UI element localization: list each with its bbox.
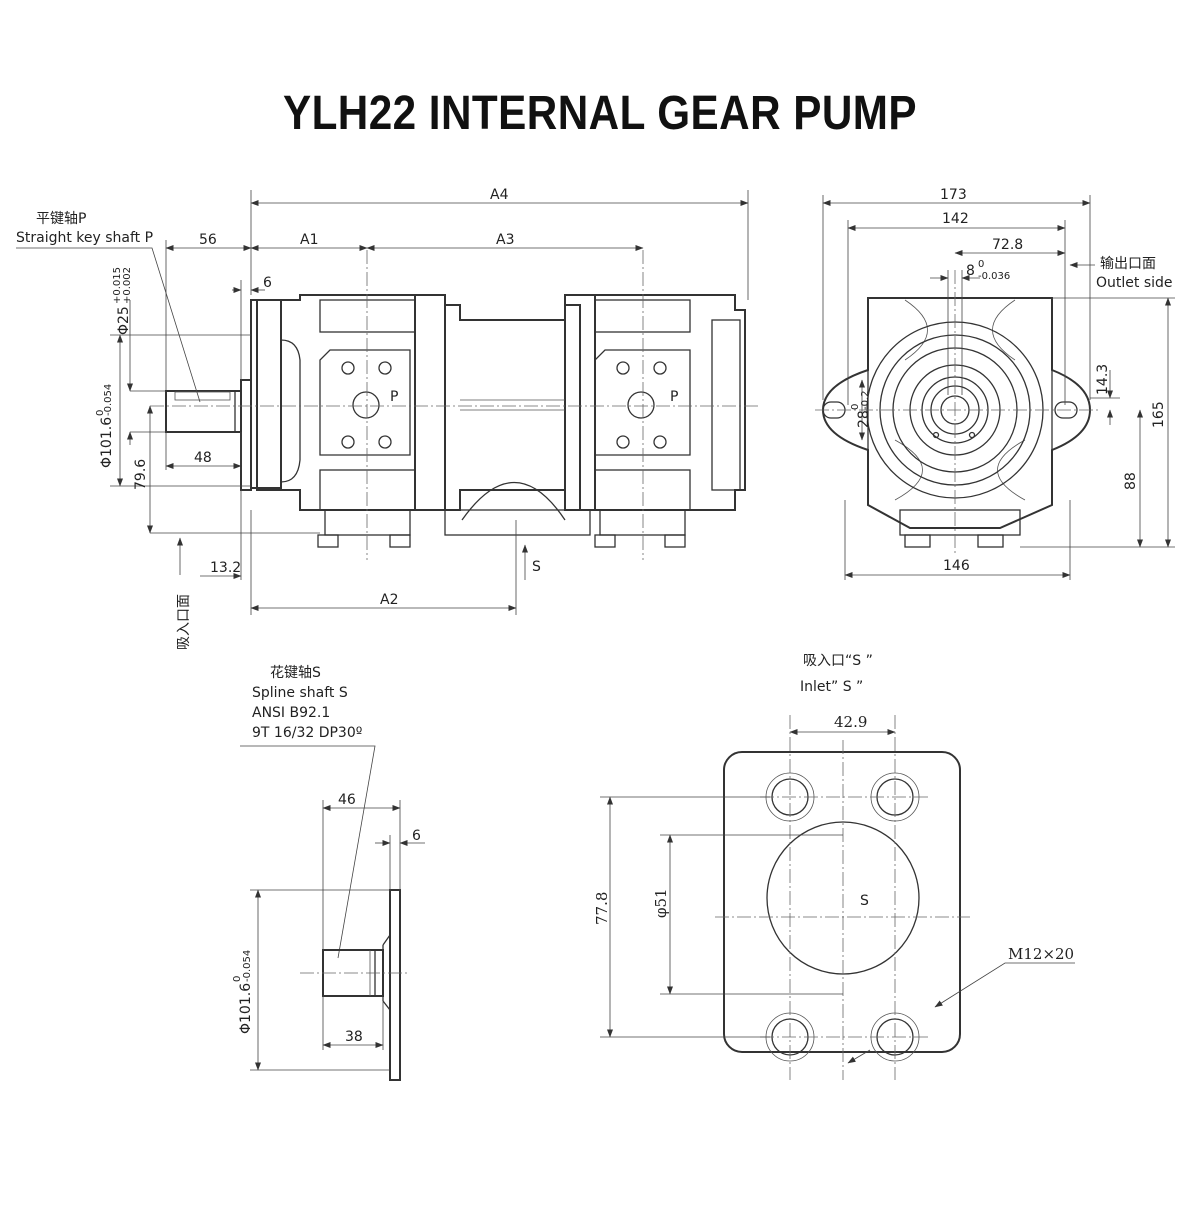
dim-146: 146 [943, 558, 970, 574]
inlet-side-label: 吸入口面 [176, 594, 192, 650]
dim-48: 48 [194, 450, 212, 466]
dim-88: 88 [1123, 472, 1139, 490]
dim-28: 28 [856, 410, 872, 428]
inlet-en: Inlet” S ” [800, 679, 863, 695]
spline-shaft-view: 花键轴S Spline shaft S ANSI B92.1 9T 16/32 … [232, 665, 425, 1081]
dim-13-2: 13.2 [210, 560, 241, 576]
spline-tol-up: 0 [232, 976, 243, 982]
port-p-label: P [390, 389, 398, 405]
dim-142: 142 [942, 211, 969, 227]
rear-pump-body [594, 294, 746, 548]
page-title: YLH22 INTERNAL GEAR PUMP [282, 87, 918, 140]
side-dimensions: 173 142 72.8 8 0 -0.036 14.3 28 0 -0.2 [822, 187, 1175, 580]
spline-l3: 9T 16/32 DP30º [252, 725, 362, 741]
spline-tol-lo: -0.054 [242, 950, 253, 982]
front-view: P P [16, 187, 760, 650]
spline-dim-6: 6 [412, 828, 421, 844]
tol-25-lo: +0.002 [122, 267, 133, 304]
dim-25: Φ25 [116, 306, 132, 335]
dim-173: 173 [940, 187, 967, 203]
spline-cn: 花键轴S [270, 665, 321, 681]
dim-a4: A4 [490, 187, 509, 203]
port-p-front: P [341, 361, 398, 449]
dim-56: 56 [199, 232, 217, 248]
dim-165: 165 [1151, 401, 1167, 428]
port-s-label: S [532, 559, 541, 575]
side-view: 173 142 72.8 8 0 -0.036 14.3 28 0 -0.2 [815, 187, 1175, 580]
outlet-cn: 输出口面 [1100, 256, 1156, 272]
dim-101-6: Φ101.6 [99, 417, 115, 468]
outlet-en: Outlet side [1096, 275, 1173, 291]
tol-8-up: 0 [978, 259, 984, 270]
flange-dim-77-8: 77.8 [593, 892, 611, 925]
straight-key-en: Straight key shaft P [16, 230, 153, 246]
dim-79-6: 79.6 [133, 459, 149, 490]
mount-flange [240, 299, 301, 491]
dim-a1: A1 [300, 232, 318, 248]
port-p-rear: P [616, 361, 678, 449]
straight-key-callout: 平键轴P Straight key shaft P [16, 211, 201, 403]
flange-dim-51: φ51 [652, 888, 670, 918]
tol-28-up: 0 [850, 404, 861, 410]
outlet-callout: 输出口面 Outlet side [1069, 256, 1173, 291]
tol-25-up: +0.015 [112, 267, 123, 304]
tol-101-lo: -0.054 [103, 384, 114, 416]
flange-s-label: S [860, 893, 869, 909]
dim-a2: A2 [380, 592, 398, 608]
tol-101-up: 0 [95, 410, 106, 416]
dim-8: 8 [966, 263, 975, 279]
middle-body [414, 294, 596, 536]
front-dimensions: A4 56 A1 A3 6 48 13.2 A2 [95, 187, 749, 650]
dim-6: 6 [263, 275, 272, 291]
flange-dim-42-9: 42.9 [834, 713, 867, 731]
port-p-label-rear: P [670, 389, 678, 405]
tol-28-lo: -0.2 [860, 390, 871, 410]
inlet-cn: 吸入口“S ” [803, 653, 873, 669]
straight-key-cn: 平键轴P [36, 211, 86, 227]
spline-l2: ANSI B92.1 [252, 705, 330, 721]
dim-a3: A3 [496, 232, 514, 248]
dim-14-3: 14.3 [1095, 364, 1111, 395]
tol-8-lo: -0.036 [978, 271, 1010, 282]
dim-72-8: 72.8 [992, 237, 1023, 253]
spline-dim-46: 46 [338, 792, 356, 808]
spline-dim-38: 38 [345, 1029, 363, 1045]
key-shaft [165, 390, 242, 433]
spline-l1: Spline shaft S [252, 685, 348, 701]
flange-m12: M12×20 [1008, 945, 1074, 963]
inlet-flange-view: 吸入口“S ” Inlet” S ” S 42.9 77.8 φ51 M12×2… [593, 653, 1075, 1080]
spline-dim-101-6: Φ101.6 [238, 983, 254, 1034]
